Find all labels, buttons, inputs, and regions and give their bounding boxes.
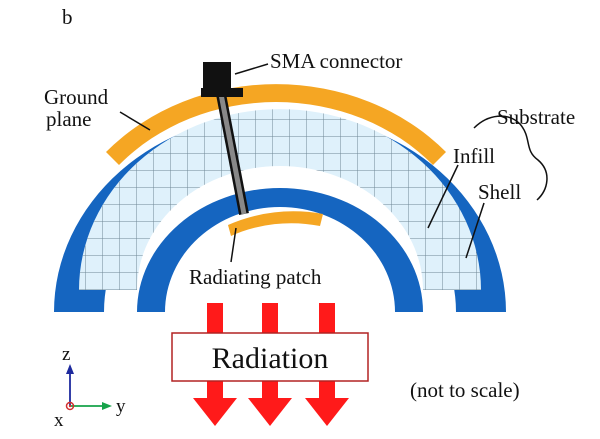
sma-connector: [203, 62, 231, 90]
arrow-3-shaft: [319, 380, 335, 400]
arrow-3-tail: [319, 303, 335, 335]
label-sma-connector: SMA connector: [270, 49, 402, 73]
z-axis-arrowhead: [66, 364, 74, 374]
substrate-brace: [473, 115, 548, 201]
arrow-2-shaft: [262, 380, 278, 400]
sma-flange: [201, 88, 243, 97]
leader-sma: [234, 63, 269, 75]
panel-label: b: [62, 5, 73, 29]
arrow-1-head: [193, 398, 237, 426]
ground-plane: [106, 84, 446, 165]
label-radiation: Radiation: [212, 342, 329, 375]
label-not-to-scale: (not to scale): [410, 378, 520, 402]
label-radiating-patch: Radiating patch: [189, 265, 322, 289]
axis-label-z: z: [62, 344, 70, 365]
label-substrate: Substrate: [497, 105, 575, 129]
coordinate-axes: z y x: [54, 344, 126, 431]
label-ground-line2: plane: [46, 107, 91, 131]
label-ground-line1: Ground: [44, 85, 109, 109]
leader-ground: [119, 111, 151, 131]
y-axis-arrowhead: [102, 402, 112, 410]
arrow-2-head: [248, 398, 292, 426]
arrow-3-head: [305, 398, 349, 426]
arrow-1-tail: [207, 303, 223, 335]
x-axis-origin-dot: [68, 404, 72, 408]
substrate-infill-grid: [79, 109, 481, 290]
radiation-arrows: [193, 303, 349, 426]
x-axis-origin-marker: [65, 401, 75, 411]
substrate-inner-shell: [137, 188, 423, 312]
arrow-2-tail: [262, 303, 278, 335]
arrow-1-shaft: [207, 380, 223, 400]
radiating-patch: [228, 211, 323, 236]
leader-patch: [230, 227, 237, 263]
coax-probe-core: [218, 93, 247, 215]
leader-shell: [465, 202, 485, 259]
leader-infill: [427, 164, 459, 229]
axis-label-y: y: [116, 396, 126, 417]
axis-label-x: x: [54, 410, 64, 431]
label-shell: Shell: [478, 180, 521, 204]
label-infill: Infill: [453, 144, 495, 168]
radiation-box: [171, 332, 369, 382]
